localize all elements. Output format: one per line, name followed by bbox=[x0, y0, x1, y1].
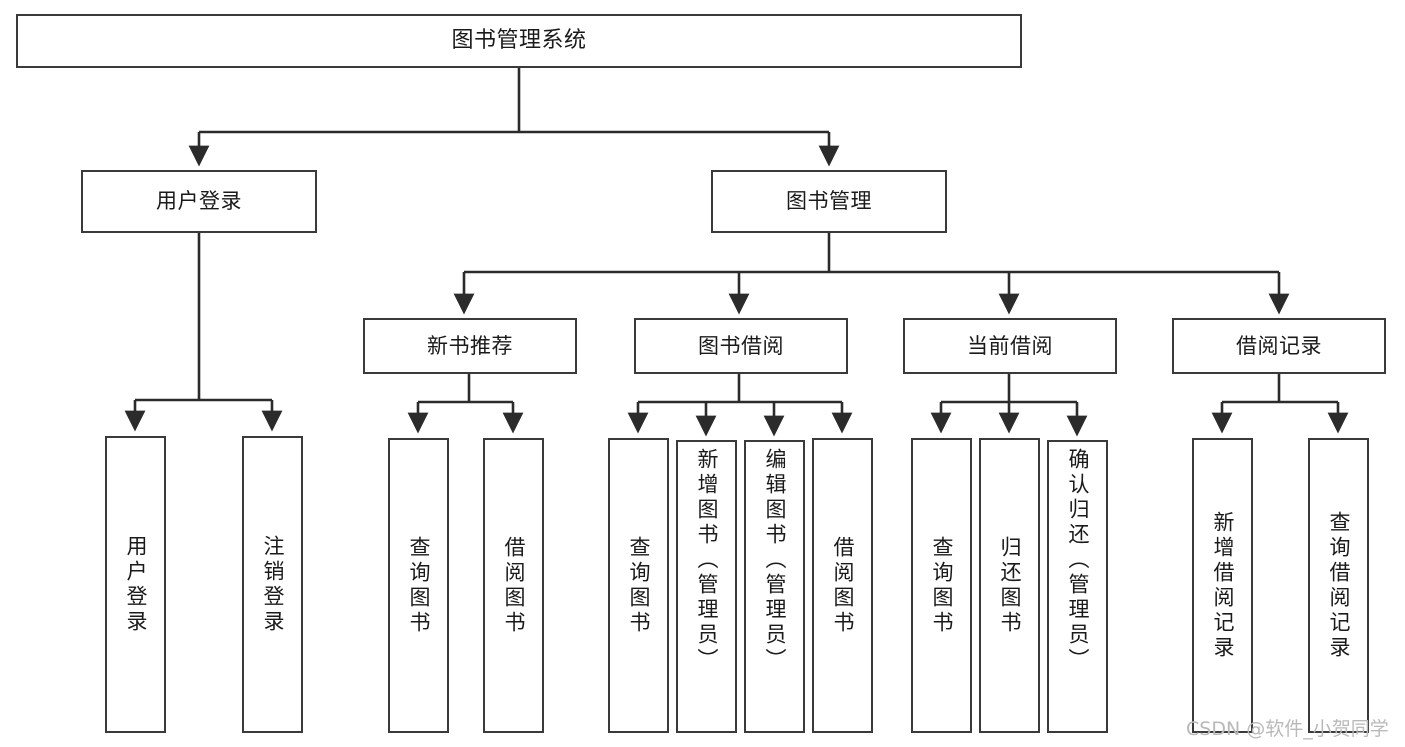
node-label: 用户登录 bbox=[156, 189, 242, 214]
node-current-borrow[interactable]: 当前借阅 bbox=[903, 318, 1117, 374]
node-label: 借阅图书 bbox=[831, 535, 855, 636]
node-root-system[interactable]: 图书管理系统 bbox=[16, 14, 1022, 68]
node-label: 查询图书 bbox=[930, 535, 954, 636]
leaf-add-borrow-record[interactable]: 新增借阅记录 bbox=[1192, 438, 1253, 733]
node-label: 图书借阅 bbox=[698, 333, 784, 358]
node-book-management[interactable]: 图书管理 bbox=[711, 170, 947, 233]
node-borrow-records[interactable]: 借阅记录 bbox=[1172, 318, 1386, 374]
node-label: 查询图书 bbox=[407, 535, 431, 636]
leaf-return-book[interactable]: 归还图书 bbox=[979, 438, 1040, 733]
node-label: 借阅图书 bbox=[502, 535, 526, 636]
node-label: 查询图书 bbox=[627, 535, 651, 636]
node-label: 编辑图书（管理员） bbox=[763, 448, 787, 673]
node-label: 当前借阅 bbox=[967, 333, 1053, 358]
leaf-borrow-book[interactable]: 借阅图书 bbox=[812, 438, 873, 733]
node-label: 查询借阅记录 bbox=[1327, 510, 1351, 661]
csdn-watermark: CSDN @软件_小贺同学 bbox=[1186, 718, 1389, 740]
leaf-query-book-borrow[interactable]: 查询图书 bbox=[608, 438, 669, 733]
leaf-add-book-admin[interactable]: 新增图书（管理员） bbox=[676, 440, 737, 733]
leaf-confirm-return-admin[interactable]: 确认归还（管理员） bbox=[1047, 440, 1108, 733]
node-new-book-recommend[interactable]: 新书推荐 bbox=[363, 318, 577, 374]
leaf-query-book-rec[interactable]: 查询图书 bbox=[388, 438, 449, 733]
node-user-login[interactable]: 用户登录 bbox=[81, 170, 317, 233]
leaf-query-borrow-record[interactable]: 查询借阅记录 bbox=[1308, 438, 1369, 733]
leaf-borrow-book-rec[interactable]: 借阅图书 bbox=[483, 438, 544, 733]
node-label: 用户登录 bbox=[124, 534, 148, 635]
node-label: 图书管理系统 bbox=[451, 28, 587, 54]
node-label: 借阅记录 bbox=[1236, 333, 1322, 358]
node-book-borrow[interactable]: 图书借阅 bbox=[634, 318, 848, 374]
leaf-query-book-current[interactable]: 查询图书 bbox=[911, 438, 972, 733]
node-label: 新增图书（管理员） bbox=[695, 448, 719, 673]
node-label: 新书推荐 bbox=[427, 333, 513, 358]
node-label: 图书管理 bbox=[786, 189, 872, 214]
node-label: 注销登录 bbox=[261, 534, 285, 635]
leaf-user-logout[interactable]: 注销登录 bbox=[242, 436, 303, 733]
node-label: 归还图书 bbox=[998, 535, 1022, 636]
leaf-edit-book-admin[interactable]: 编辑图书（管理员） bbox=[744, 440, 805, 733]
node-label: 新增借阅记录 bbox=[1211, 510, 1235, 661]
node-label: 确认归还（管理员） bbox=[1066, 448, 1090, 673]
leaf-user-login[interactable]: 用户登录 bbox=[105, 436, 166, 733]
